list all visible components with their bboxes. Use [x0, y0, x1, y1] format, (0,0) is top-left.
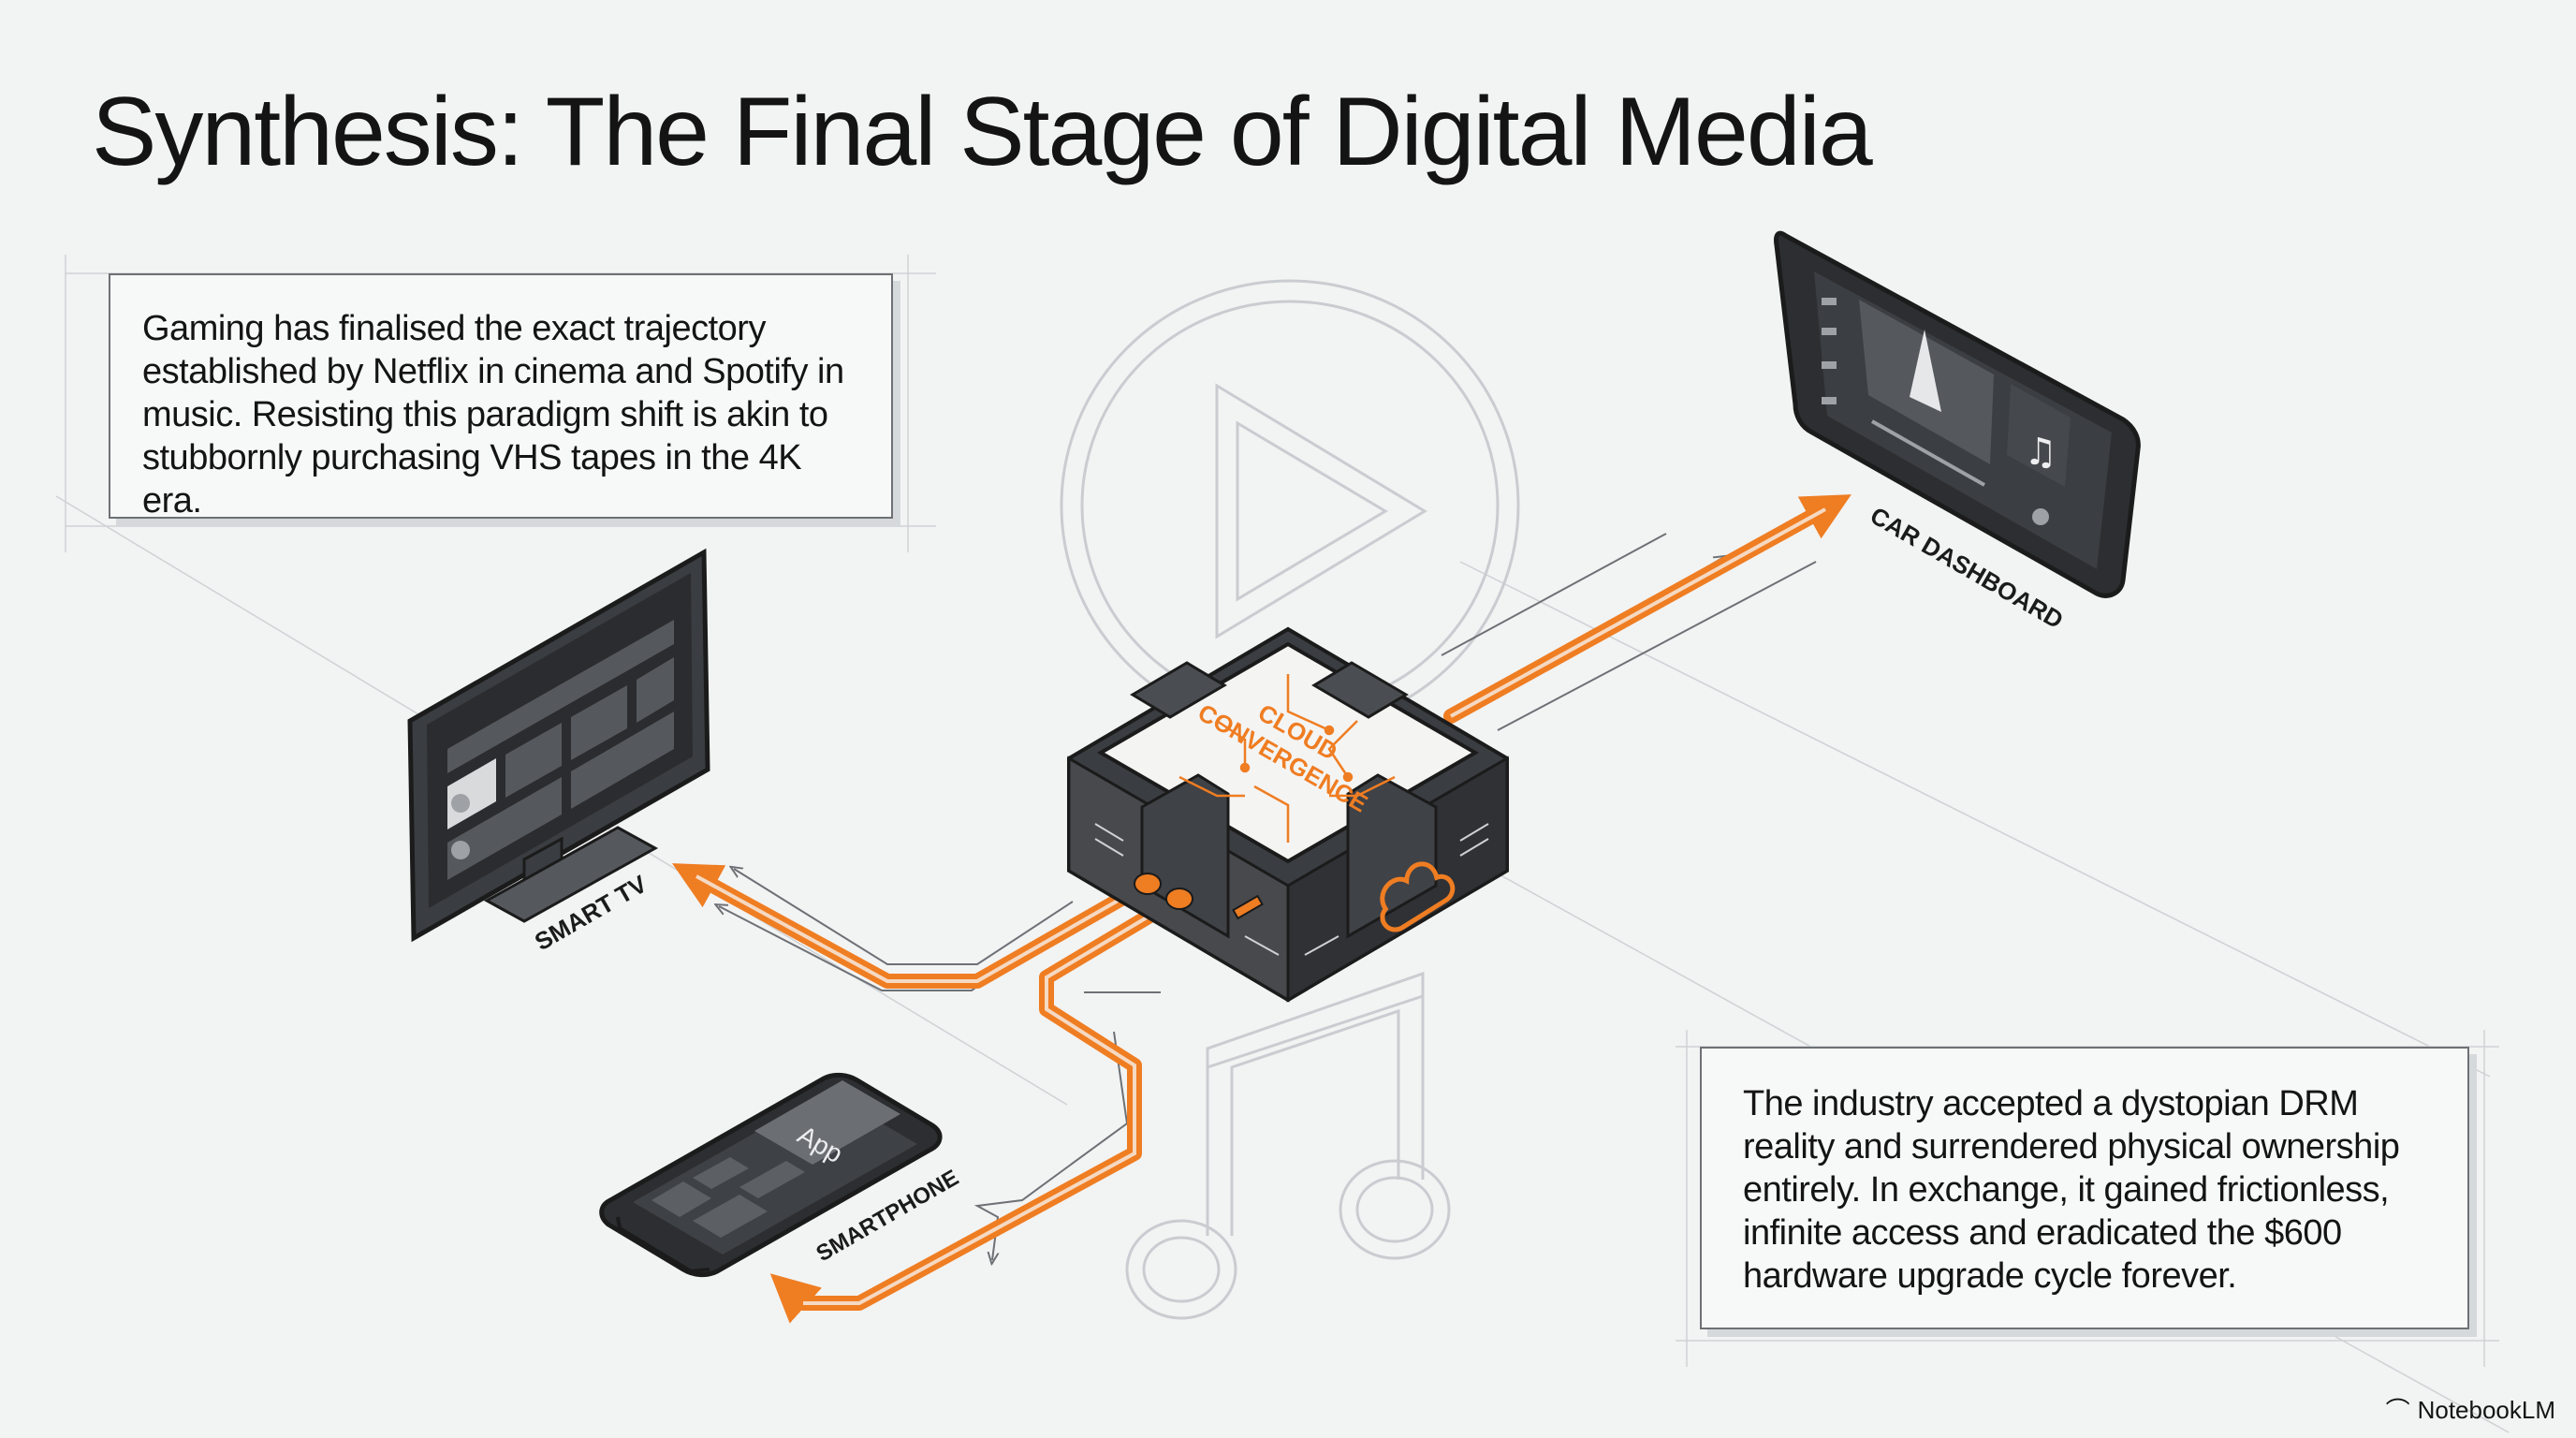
brand-name: NotebookLM	[2417, 1396, 2555, 1424]
svg-text:♫: ♫	[2024, 431, 2057, 474]
cloud-icon	[1380, 861, 1456, 932]
music-note-icon	[1125, 971, 1451, 1320]
notebooklm-logo-icon: ⌒	[2385, 1396, 2410, 1425]
smart-tv-device	[407, 548, 710, 943]
brand-badge: ⌒ NotebookLM	[2386, 1396, 2555, 1425]
drm-reality-card: The industry accepted a dystopian DRM re…	[1700, 1047, 2469, 1329]
car-dashboard-device: ♫	[1774, 230, 2141, 598]
smartphone-device	[599, 1072, 943, 1278]
page-title: Synthesis: The Final Stage of Digital Me…	[92, 78, 1873, 186]
cloud-convergence-hub: CLOUD CONVERGENCE	[1067, 626, 1509, 1003]
trajectory-card: Gaming has finalised the exact trajector…	[109, 273, 893, 521]
